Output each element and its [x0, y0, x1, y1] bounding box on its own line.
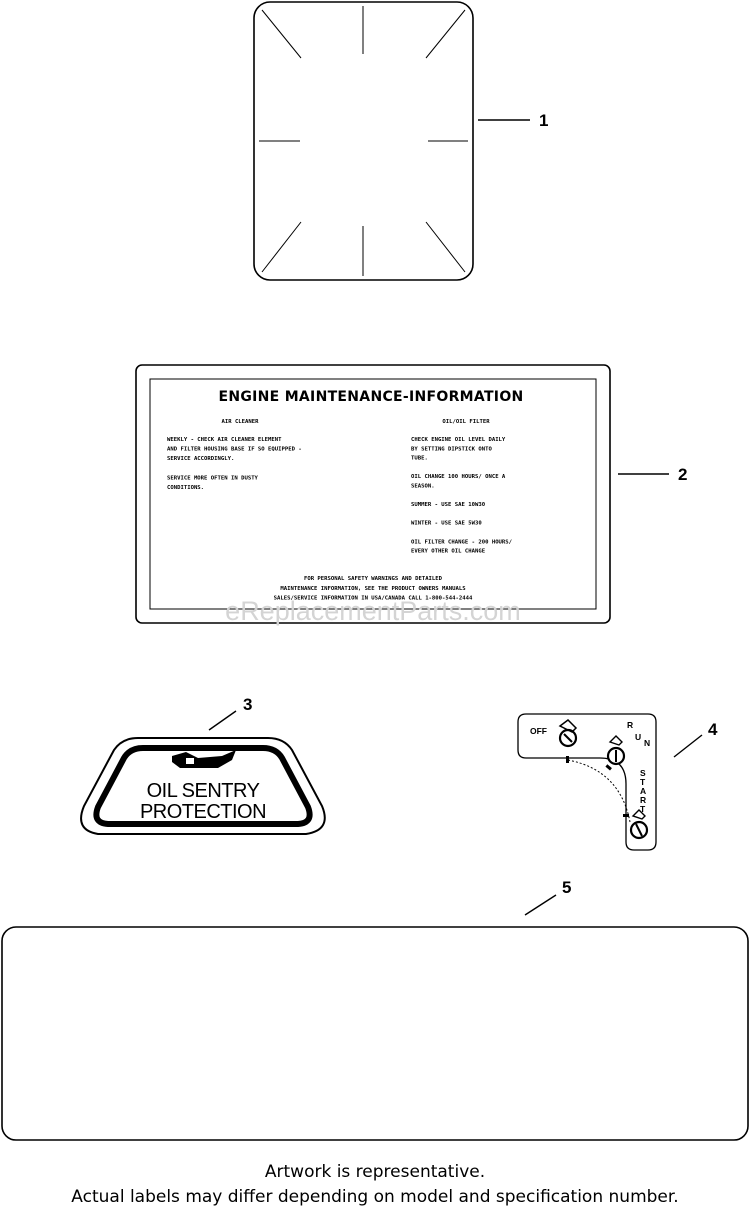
oil-filter-line: OIL CHANGE 100 HOURS/ ONCE A: [411, 474, 506, 480]
oil-filter-line: TUBE.: [411, 456, 428, 462]
oil-filter-line: OIL FILTER CHANGE - 200 HOURS/: [411, 539, 513, 545]
start-a: A: [640, 786, 646, 796]
oil-filter-heading: OIL/OIL FILTER: [442, 419, 490, 425]
maintenance-footer-line: FOR PERSONAL SAFETY WARNINGS AND DETAILE…: [304, 576, 443, 582]
oil-filter-line: EVERY OTHER OIL CHANGE: [411, 549, 485, 555]
off-label: OFF: [530, 726, 547, 736]
callout-5: 5: [562, 878, 571, 897]
oil-filter-line: BY SETTING DIPSTICK ONTO: [411, 446, 492, 452]
air-cleaner-line: CONDITIONS.: [167, 485, 204, 491]
run-r: R: [627, 720, 633, 730]
oil-filter-line: SEASON.: [411, 484, 435, 490]
callout-3: 3: [243, 695, 252, 714]
maintenance-label-2: ENGINE MAINTENANCE-INFORMATION AIR CLEAN…: [135, 364, 611, 624]
air-cleaner-heading: AIR CLEANER: [221, 419, 259, 425]
oil-filter-line: WINTER - USE SAE 5W30: [411, 521, 482, 527]
callout-4: 4: [708, 720, 718, 739]
key-start-icon: [629, 809, 649, 840]
run-n: N: [644, 738, 650, 748]
start-t2: T: [640, 804, 646, 814]
run-u: U: [635, 732, 641, 742]
oil-sentry-line2: PROTECTION: [140, 801, 266, 823]
footer-line-1: Artwork is representative.: [264, 1162, 486, 1182]
maintenance-footer-line: SALES/SERVICE INFORMATION IN USA/CANADA …: [274, 596, 473, 602]
callout-2: 2: [678, 465, 687, 484]
air-cleaner-line: AND FILTER HOUSING BASE IF SO EQUIPPED -: [167, 447, 302, 453]
leader-line-4: [673, 734, 703, 758]
blank-label-1: [253, 1, 474, 281]
leader-line-3: [208, 710, 237, 731]
start-s: S: [640, 768, 646, 778]
start-r: R: [640, 795, 646, 805]
switch-label-4: OFF R U N S T A R T: [517, 713, 657, 851]
air-cleaner-line: WEEKLY - CHECK AIR CLEANER ELEMENT: [167, 437, 282, 443]
leader-line-5: [524, 894, 557, 916]
oil-sentry-line1: OIL SENTRY: [147, 780, 260, 802]
footer-line-2: Actual labels may differ depending on mo…: [71, 1187, 679, 1207]
watermark: eReplacementParts.com: [225, 596, 521, 626]
key-off-icon: [558, 719, 578, 748]
callout-1: 1: [539, 111, 548, 130]
blank-label-5: [1, 926, 749, 1141]
air-cleaner-line: SERVICE ACCORDINGLY.: [167, 456, 234, 462]
key-run-icon: [606, 735, 626, 766]
oil-sentry-label-3: OIL SENTRY PROTECTION: [80, 737, 326, 835]
start-t: T: [640, 777, 646, 787]
oil-filter-line: SUMMER - USE SAE 10W30: [411, 502, 486, 508]
maintenance-footer-line: MAINTENANCE INFORMATION, SEE THE PRODUCT…: [280, 586, 466, 592]
air-cleaner-line: SERVICE MORE OFTEN IN DUSTY: [167, 475, 259, 481]
maintenance-title: ENGINE MAINTENANCE-INFORMATION: [218, 389, 523, 405]
switch-arc: [567, 759, 631, 823]
oil-filter-line: CHECK ENGINE OIL LEVEL DAILY: [411, 437, 506, 443]
